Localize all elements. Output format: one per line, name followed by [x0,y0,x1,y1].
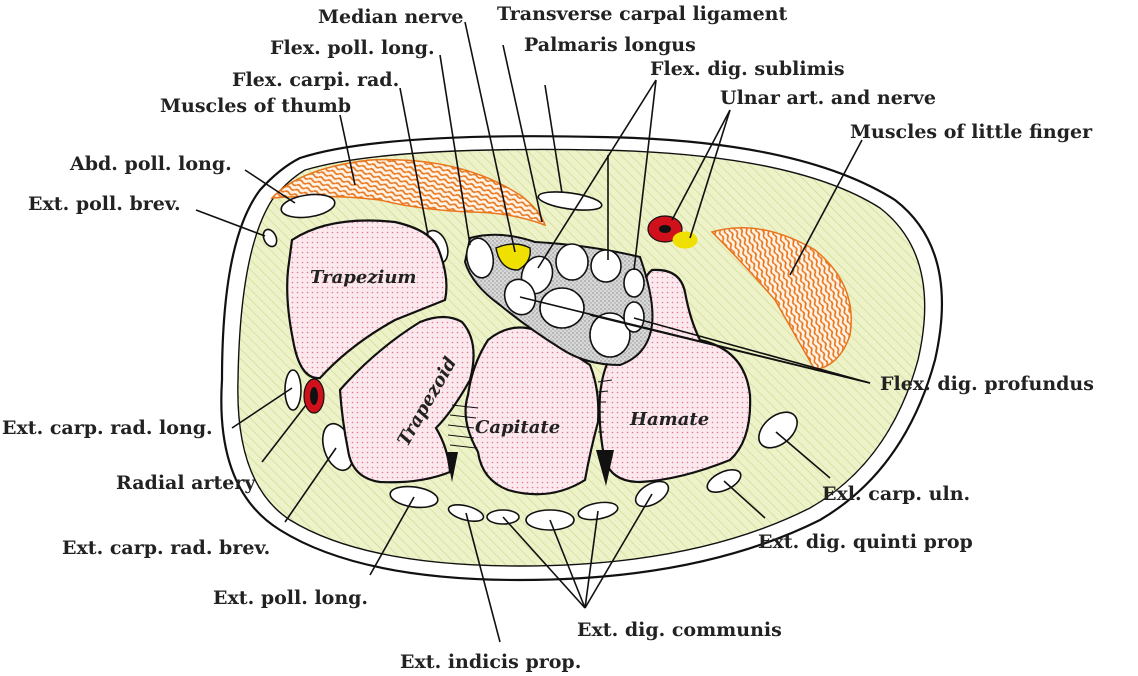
abd-poll-long-tendon [280,193,336,219]
radial-artery-lumen [310,387,318,405]
ulnar-nerve-shape [672,231,698,249]
exl-carp-uln-label: Exl. carp. uln. [822,483,970,505]
flex-dig-sublimis-tendon-4 [623,268,645,298]
muscles-of-thumb-label: Muscles of thumb [160,95,351,117]
flex-carpi-rad-label: Flex. carpi. rad. [232,69,399,91]
ext-carp-rad-long-label: Ext. carp. rad. long. [2,417,213,439]
flex-poll-long-label: Flex. poll. long. [270,37,435,59]
joint-wedges [446,450,614,486]
flex-dig-sublimis-tendon-3 [590,249,622,283]
radial-artery-label: Radial artery [116,472,256,494]
palmaris-longus-label: Palmaris longus [524,34,696,56]
ext-dig-quinti-prop-label: Ext. dig. quinti prop [758,531,973,553]
trapezoid-bone [338,315,475,484]
ext-carp-rad-long-tendon [284,369,302,411]
flex-poll-long-tendon [465,237,495,279]
leader-lines [195,21,871,643]
ext-dig-communis-label: Ext. dig. communis [577,619,782,641]
muscles-of-thumb-shape [270,158,547,227]
tendons [262,191,798,531]
ulnar-artery-lumen [659,225,671,233]
muscles-of-little-finger-label: Muscles of little finger [850,121,1093,143]
capitate-label: Capitate [475,417,560,438]
palmaris-longus-tendon [537,191,603,211]
ext-indicis-prop-label: Ext. indicis prop. [400,651,581,673]
flex-dig-sublimis-tendon-2 [555,243,589,281]
trapezium-bone [286,219,448,380]
ext-carp-rad-brev-label: Ext. carp. rad. brev. [62,537,270,559]
transverse-carpal-ligament-label: Transverse carpal ligament [497,3,787,25]
trapezium-label: Trapezium [310,267,416,288]
hamate-label: Hamate [629,409,709,430]
intercarpal-ligaments [447,379,613,449]
ext-poll-brev-tendon [262,228,278,248]
flex-dig-sublimis-label: Flex. dig. sublimis [650,58,845,80]
ext-poll-long-label: Ext. poll. long. [213,587,368,609]
muscles-of-little-finger-shape [710,227,852,371]
flex-dig-profundus-label: Flex. dig. profundus [880,373,1094,395]
median-nerve-label: Median nerve [318,6,463,28]
flex-dig-profundus-tendon-3 [589,312,631,358]
ulnar-art-and-nerve-label: Ulnar art. and nerve [720,87,936,109]
ext-poll-brev-label: Ext. poll. brev. [28,193,181,215]
abd-poll-long-label: Abd. poll. long. [69,153,232,175]
